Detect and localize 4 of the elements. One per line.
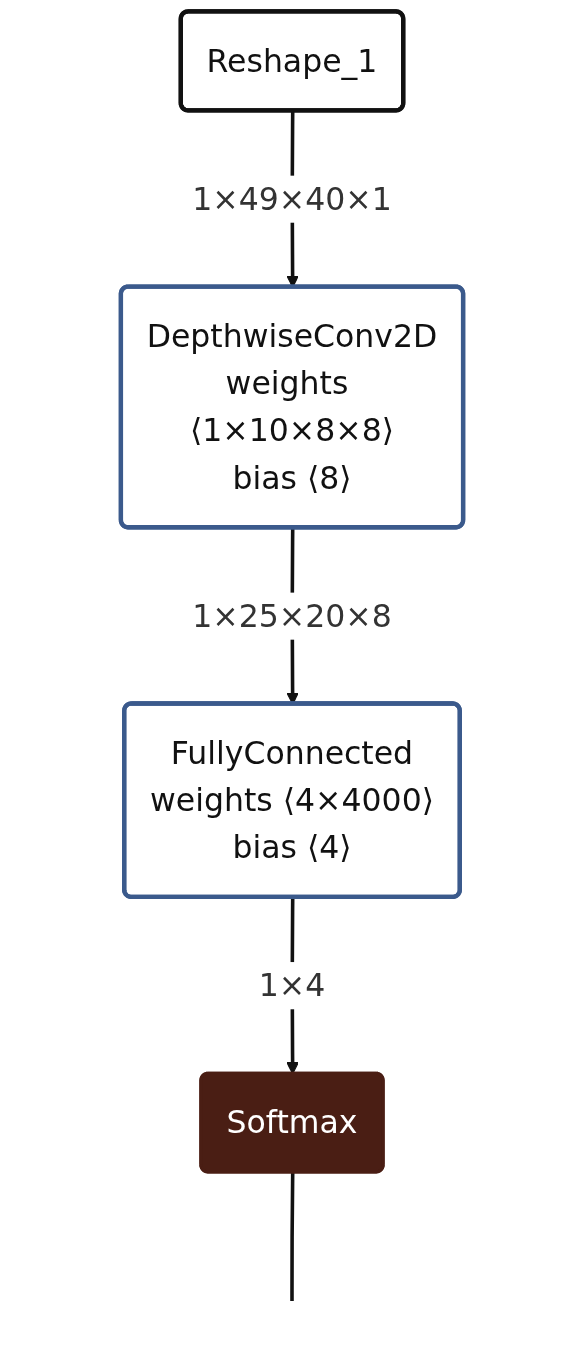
edge-label: 1×25×20×8 [192,598,392,634]
connector [290,1172,295,1301]
edge-label: 1×4 [258,967,326,1004]
edge-label: 1×49×40×1 [192,181,392,218]
